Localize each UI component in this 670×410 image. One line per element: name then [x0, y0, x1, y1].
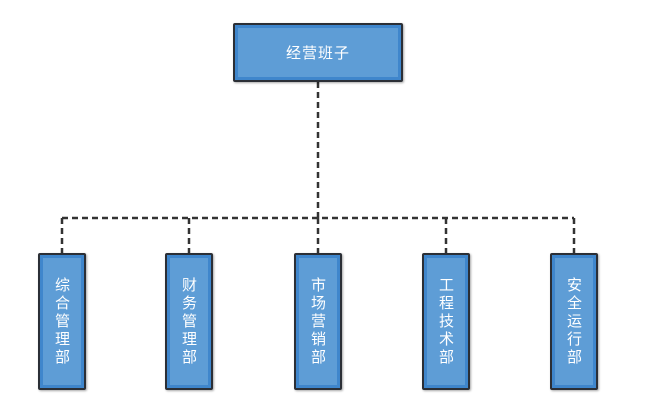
dept-node-label: 市场营销部 [309, 276, 327, 367]
dept-node-body: 市场营销部 [299, 258, 337, 385]
dept-node-label: 安全运行部 [565, 276, 583, 367]
dept-node-4: 工程技术部 [422, 253, 470, 390]
root-node-label: 经营班子 [285, 44, 350, 62]
dept-node-5: 安全运行部 [550, 253, 598, 390]
dept-node-label: 财务管理部 [180, 276, 198, 367]
dept-node-body: 安全运行部 [555, 258, 593, 385]
dept-node-body: 综合管理部 [43, 258, 81, 385]
root-node-body: 经营班子 [238, 28, 398, 77]
dept-node-body: 工程技术部 [427, 258, 465, 385]
dept-node-body: 财务管理部 [170, 258, 208, 385]
dept-node-3: 市场营销部 [294, 253, 342, 390]
dept-node-2: 财务管理部 [165, 253, 213, 390]
dept-node-label: 工程技术部 [437, 276, 455, 367]
dept-node-1: 综合管理部 [38, 253, 86, 390]
dept-node-label: 综合管理部 [53, 276, 71, 367]
root-node: 经营班子 [233, 23, 403, 82]
